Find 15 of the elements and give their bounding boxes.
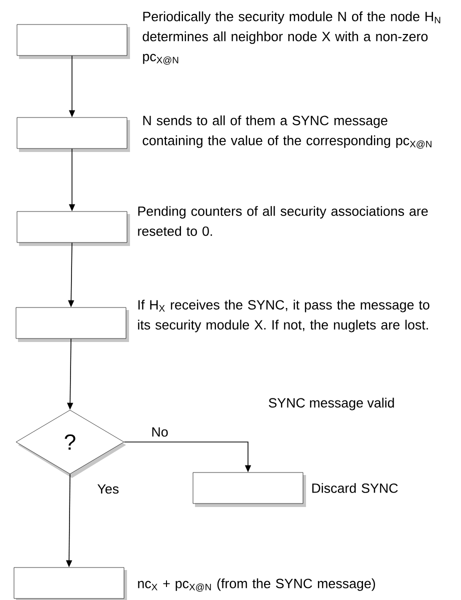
process-box xyxy=(16,117,130,152)
process-box xyxy=(16,211,130,246)
description-text: N sends to all of them a SYNC message containing the value of the corresponding pc$_{X@N}$ xyxy=(142,115,432,149)
process-box xyxy=(16,24,130,59)
edge-label: Yes xyxy=(98,484,119,494)
description-text: Pending counters of all security associations are reseted to 0. xyxy=(138,206,428,236)
process-box xyxy=(16,307,129,342)
process-box xyxy=(14,567,127,600)
process-box xyxy=(192,472,306,507)
description-text: Discard SYNC xyxy=(312,483,398,493)
description-text: nc$_{X}$ + pc$_{X@N}$ (from the SYNC message) xyxy=(138,578,376,592)
description-text: If H$_{X}$ receives the SYNC, it pass the message to its security module X. If not, the nuglets are lost. xyxy=(138,300,430,332)
edge-label: No xyxy=(152,427,168,437)
description-text: Periodically the security module N of the node H$_{N}$ determines all neighbor node X with a non-zero pc$_{X@N}$ xyxy=(142,11,440,65)
note-text: SYNC message valid xyxy=(268,398,394,410)
